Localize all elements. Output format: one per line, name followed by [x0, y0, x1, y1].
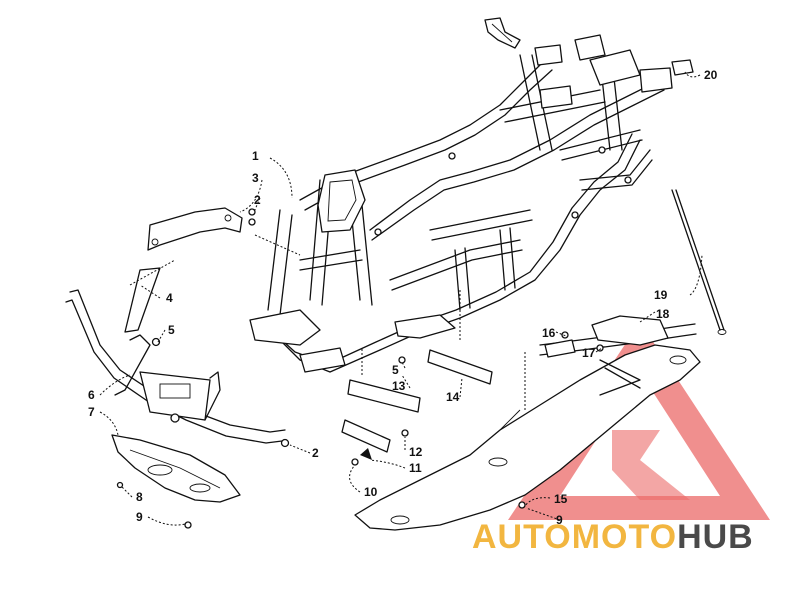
part-3-front-bracket — [147, 207, 243, 251]
leader-lines — [99, 71, 703, 526]
callout-9: 9 — [556, 513, 563, 527]
callout-8: 8 — [136, 490, 143, 504]
main-frame — [249, 34, 673, 373]
part-12-plate — [341, 419, 391, 453]
watermark-triangle-icon — [508, 322, 770, 520]
callout-16: 16 — [542, 326, 556, 340]
watermark-brand-part1: AUTOMOTO — [472, 518, 677, 556]
callout-14: 14 — [446, 390, 460, 404]
callout-6: 6 — [88, 388, 95, 402]
callout-7: 7 — [88, 405, 95, 419]
callout-5: 5 — [168, 323, 175, 337]
callout-17: 17 — [582, 346, 596, 360]
part-15-floor-pan — [354, 344, 701, 531]
callout-19: 19 — [654, 288, 668, 302]
watermark-text: AUTOMOTOHUB — [472, 518, 754, 556]
callout-3: 3 — [252, 171, 259, 185]
callout-1: 1 — [252, 149, 259, 163]
callout-5: 5 — [392, 363, 399, 377]
callouts: 1 2 2 3 4 5 5 6 7 8 9 9 10 11 12 13 14 1… — [88, 68, 718, 527]
rear-hitch-detail — [484, 17, 521, 49]
callout-4: 4 — [166, 291, 173, 305]
callout-11: 11 — [409, 461, 422, 475]
callout-10: 10 — [364, 485, 378, 499]
callout-12: 12 — [409, 445, 423, 459]
watermark-inner-mark-icon — [612, 430, 690, 500]
callout-20: 20 — [704, 68, 718, 82]
callout-2: 2 — [254, 193, 261, 207]
callout-15: 15 — [554, 492, 568, 506]
part-19-rod — [671, 189, 725, 331]
watermark-brand-part2: HUB — [677, 518, 754, 556]
callout-18: 18 — [656, 307, 670, 321]
part-13-pad — [347, 379, 421, 413]
hardware — [116, 208, 604, 529]
part-17-18-footrest — [539, 315, 697, 396]
part-4-strut — [124, 267, 161, 333]
part-6-front-bumper — [65, 289, 286, 444]
callout-2: 2 — [312, 446, 319, 460]
callout-9: 9 — [136, 510, 143, 524]
watermark-logo — [508, 322, 770, 520]
part-7-skid-plate — [111, 434, 241, 503]
part-20-cap — [671, 59, 694, 76]
callout-13: 13 — [392, 379, 406, 393]
part-14-pad — [427, 349, 493, 385]
